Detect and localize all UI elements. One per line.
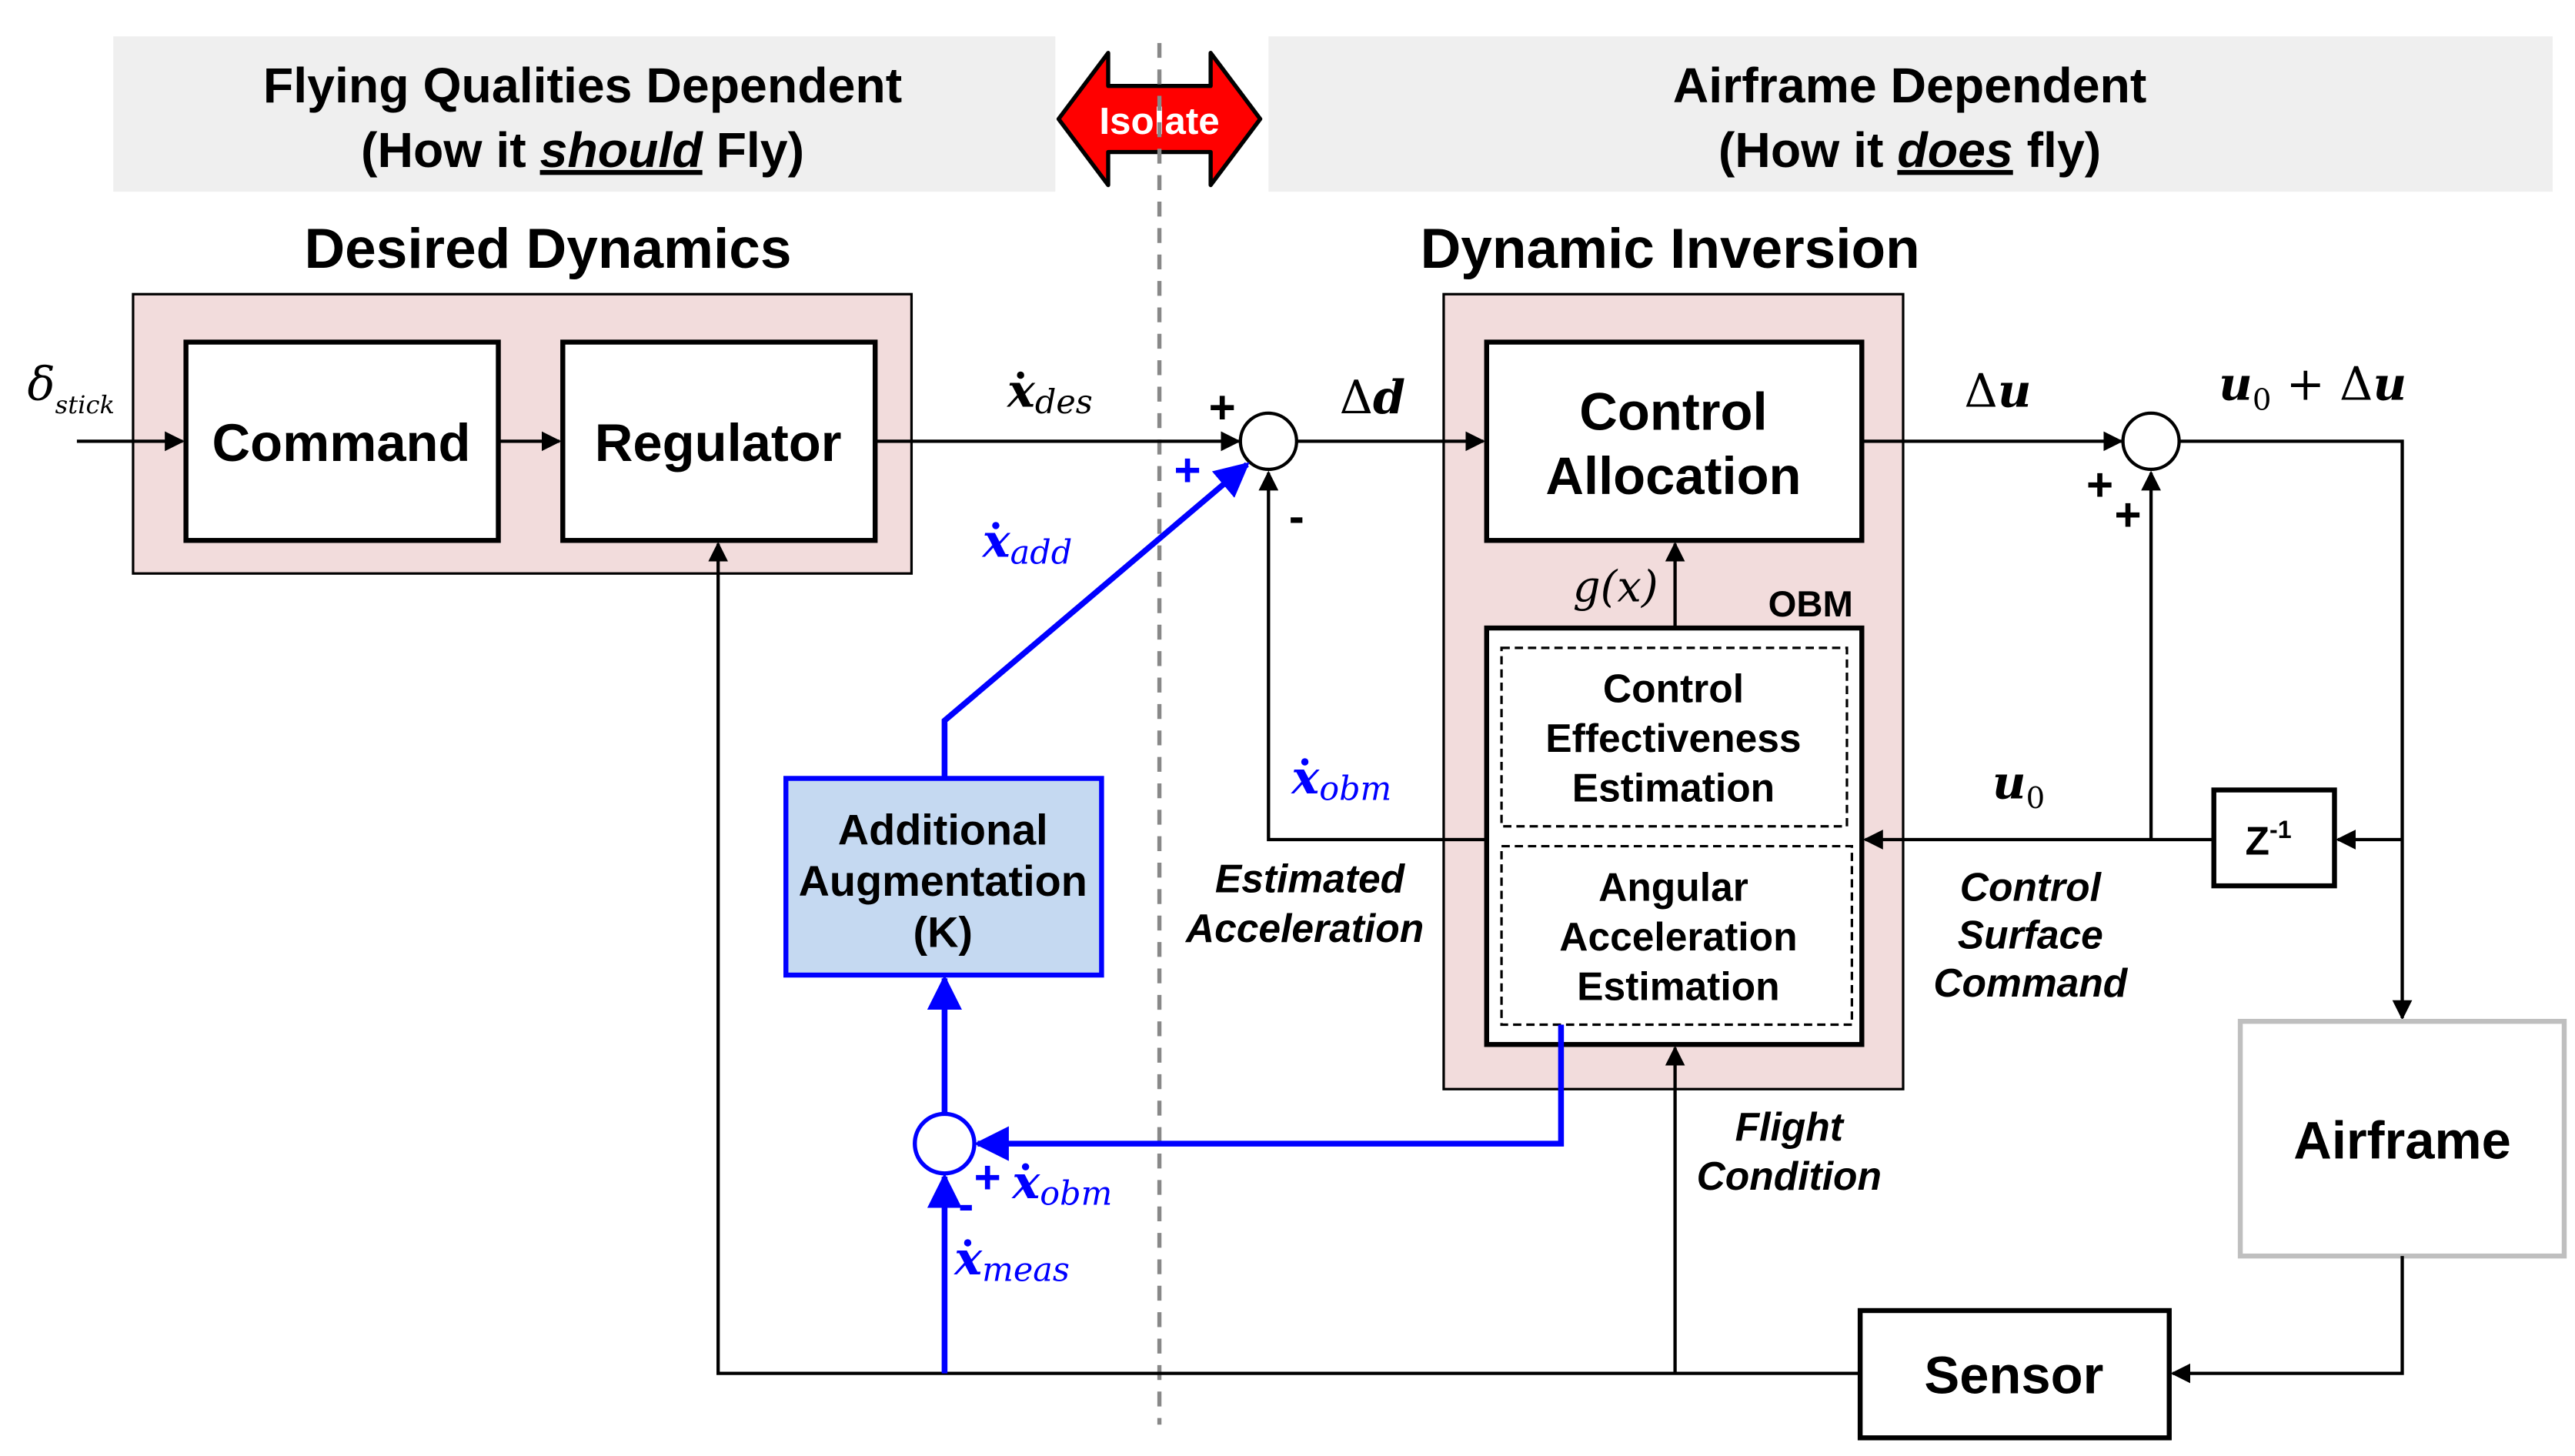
header-right-line2: (How it does fly) — [1718, 122, 2101, 178]
control-effectiveness-estimation-box — [1500, 646, 1849, 828]
actuator-command-line — [2179, 439, 2413, 1020]
cee-line1: Control — [1603, 666, 1744, 711]
obm-label: OBM — [1768, 584, 1853, 625]
cee-line3: Estimation — [1572, 766, 1775, 810]
unit-delay-label: Z-1 — [2246, 816, 2292, 863]
sum2-plus-left: + — [2086, 459, 2113, 511]
header-left-line1: Flying Qualities Dependent — [263, 58, 902, 113]
xdot-add-line — [941, 462, 1250, 779]
csc-line2: Surface — [1958, 913, 2103, 957]
sum2-plus-bottom: + — [2114, 489, 2141, 540]
aae-line2: Acceleration — [1559, 914, 1797, 959]
summing-junction-1 — [1238, 411, 1298, 472]
cee-line2: Effectiveness — [1545, 716, 1801, 760]
sensor-feedback-bus — [708, 541, 1861, 1375]
aug-line2: Augmentation — [799, 857, 1087, 905]
additional-augmentation-block — [783, 776, 1104, 978]
desired-dynamics-title: Desired Dynamics — [304, 218, 791, 280]
csc-line3: Command — [1933, 960, 2128, 1005]
aae-line3: Estimation — [1577, 963, 1779, 1008]
unit-delay-block — [2211, 787, 2337, 889]
sum1-plus-blue: + — [1174, 444, 1201, 496]
xdot-meas-label: xmeas — [953, 1232, 1070, 1290]
estimated-acceleration-feedback — [1258, 470, 1487, 842]
xdot-des-label: xdes — [1006, 364, 1093, 422]
header-right-line1: Airframe Dependent — [1673, 58, 2147, 113]
sensor-block — [1857, 1307, 2172, 1441]
aug-line1: Additional — [838, 805, 1048, 853]
summing-junction-2 — [2121, 411, 2181, 472]
delta-u-label: Δu — [1964, 364, 2031, 418]
airframe-block — [2237, 1018, 2567, 1259]
aug-line3: (K) — [913, 908, 973, 957]
sum1-minus: - — [1289, 491, 1304, 543]
u0-label: u0 — [1992, 756, 2045, 816]
header-left-panel — [113, 36, 1056, 192]
dynamic-inversion-title: Dynamic Inversion — [1421, 218, 1920, 280]
airframe-label: Airframe — [2293, 1110, 2511, 1170]
sum3-minus: - — [958, 1178, 974, 1230]
isolate-double-arrow-icon — [1056, 51, 1263, 188]
delta-d-label: Δd — [1340, 371, 1405, 425]
xdot-obm-to-sum3-line — [974, 1024, 1565, 1161]
xdot-des-dot-icon — [1017, 371, 1024, 379]
flight-condition-line2: Condition — [1697, 1154, 1882, 1198]
estimated-acceleration-line2: Acceleration — [1184, 906, 1424, 950]
regulator-label: Regulator — [595, 413, 842, 473]
flight-condition-line1: Flight — [1735, 1104, 1845, 1149]
command-label: Command — [212, 413, 471, 473]
sum3-plus: + — [974, 1152, 1001, 1204]
header-left-line2: (How it should Fly) — [361, 122, 804, 178]
xdot-add-dot-icon — [992, 522, 1000, 529]
control-allocation-line2: Allocation — [1545, 446, 1801, 506]
sum3-xdot-obm-label: xobm — [1010, 1156, 1112, 1214]
airframe-to-sensor-line — [2170, 1256, 2404, 1384]
sum3-xdot-obm-dot-icon — [1021, 1163, 1030, 1170]
summing-junction-3 — [913, 1111, 977, 1176]
xdot-meas-dot-icon — [964, 1239, 972, 1247]
angular-acceleration-estimation-box — [1500, 844, 1854, 1027]
control-allocation-block — [1484, 339, 1865, 543]
sum1-plus-top: + — [1209, 382, 1236, 433]
aae-line1: Angular — [1598, 864, 1748, 909]
xdot-obm-dot-icon — [1301, 758, 1309, 766]
u0-plus-delta-u-label: u0 + Δu — [2219, 358, 2406, 418]
sensor-label: Sensor — [1924, 1345, 2103, 1404]
gx-label: g(x) — [1573, 563, 1658, 613]
csc-line1: Control — [1960, 864, 2102, 909]
delta-stick-label: δstick — [27, 358, 115, 419]
estimated-acceleration-line1: Estimated — [1215, 857, 1406, 901]
control-allocation-line1: Control — [1579, 382, 1767, 441]
header-right-panel — [1268, 36, 2553, 192]
